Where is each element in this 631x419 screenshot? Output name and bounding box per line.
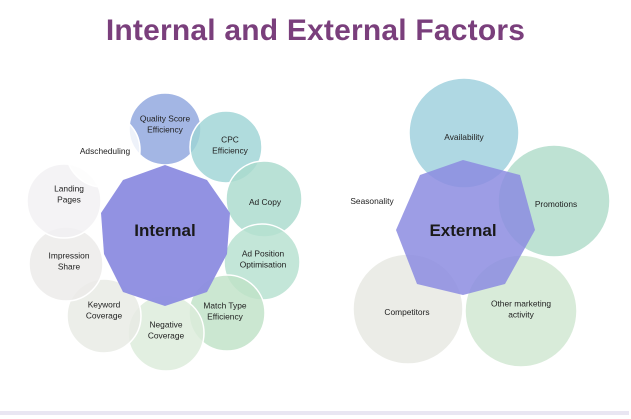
external-center-label: External [429, 221, 496, 240]
internal-satellite-label: Ad Position [242, 249, 285, 259]
internal-satellite-label: Ad Copy [249, 197, 282, 207]
internal-satellite-label: Coverage [148, 331, 185, 341]
internal-satellite-circle [26, 163, 102, 239]
internal-center-shape [101, 165, 230, 306]
slide-title: Internal and External Factors [105, 14, 526, 47]
external-satellite-label: activity [508, 310, 534, 320]
internal-satellite-label: Landing [54, 184, 84, 194]
external-satellite-label: Promotions [535, 199, 577, 209]
internal-satellite-label: Match Type [203, 301, 246, 311]
internal-satellite-label: Share [58, 262, 81, 272]
internal-satellite-label: CPC [221, 135, 239, 145]
external-satellite-label: Availability [444, 132, 484, 142]
internal-satellite-circle [66, 278, 142, 354]
internal-satellite-label: Efficiency [212, 146, 249, 156]
external-satellite-label: Seasonality [350, 196, 394, 206]
internal-satellite-circle [189, 110, 263, 184]
internal-satellite-label: Coverage [86, 311, 123, 321]
internal-satellite-label: Impression [49, 251, 90, 261]
internal-satellite-label: Efficiency [207, 312, 244, 322]
internal-satellite-label: Efficiency [147, 125, 184, 135]
external-satellite-label: Other marketing [491, 299, 551, 309]
internal-satellite-label: Negative [149, 320, 182, 330]
external-center-shape [396, 160, 535, 295]
external-satellite-label: Competitors [384, 307, 429, 317]
internal-satellite-circle [65, 112, 141, 188]
internal-satellite-label: Quality Score [140, 114, 191, 124]
internal-center-label: Internal [134, 221, 195, 240]
internal-satellite-label: Optimisation [240, 260, 287, 270]
internal-satellite-label: Adscheduling [80, 146, 131, 156]
internal-satellite-label: Keyword [88, 300, 121, 310]
internal-satellite-label: Pages [57, 195, 81, 205]
